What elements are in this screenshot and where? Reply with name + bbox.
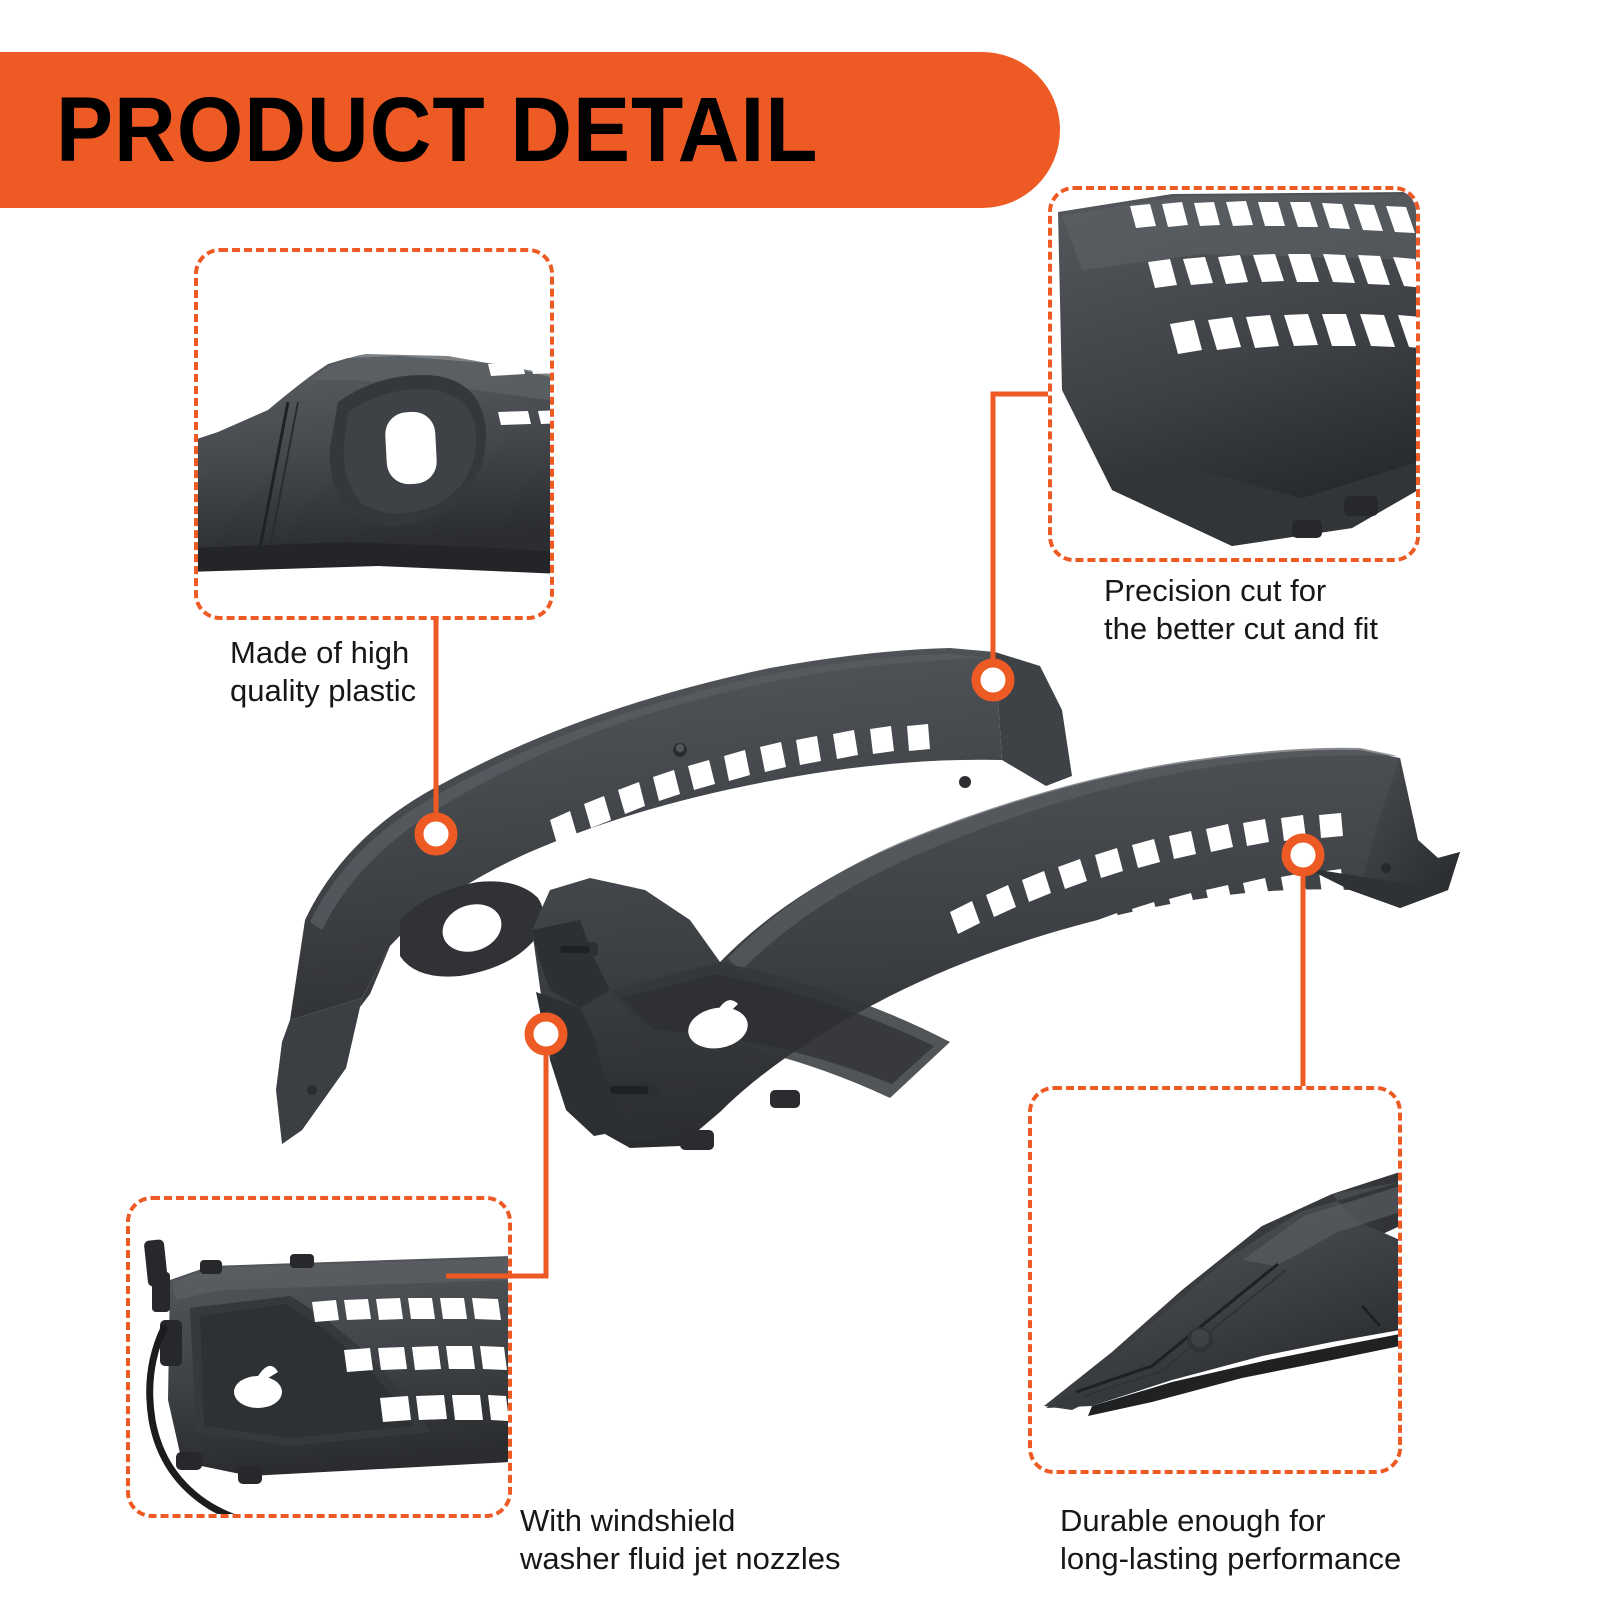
page-title: PRODUCT DETAIL xyxy=(56,79,819,181)
product-detail-banner: PRODUCT DETAIL xyxy=(0,52,1060,208)
callout-image-wing-tip xyxy=(1032,1090,1398,1470)
caption-made-of-high-quality-plastic: Made of high quality plastic xyxy=(230,635,417,708)
hero-product-image xyxy=(250,590,1480,1160)
lower-cowl-vent-panel xyxy=(532,747,1460,1150)
callout-image-louver-slots xyxy=(1052,190,1416,558)
caption-washer-nozzles: With windshield washer fluid jet nozzles xyxy=(520,1503,841,1576)
caption-durable: Durable enough for long-lasting performa… xyxy=(1060,1503,1402,1576)
callout-box-washer-nozzles xyxy=(126,1196,512,1518)
callout-image-plastic-corner xyxy=(198,252,550,616)
caption-precision-cut: Precision cut for the better cut and fit xyxy=(1104,573,1379,646)
callout-image-washer-hose xyxy=(130,1200,508,1514)
callout-box-made-of-high-quality-plastic xyxy=(194,248,554,620)
callout-box-durable xyxy=(1028,1086,1402,1474)
callout-box-precision-cut xyxy=(1048,186,1420,562)
